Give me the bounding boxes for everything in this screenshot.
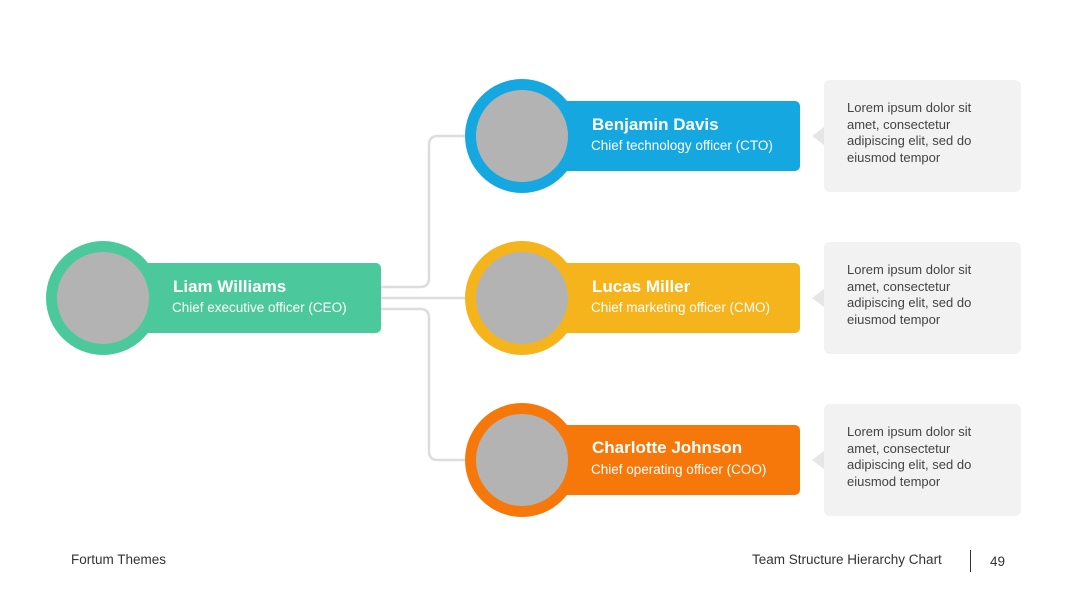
coo-info-pointer bbox=[812, 451, 824, 469]
cmo-name: Lucas Miller bbox=[592, 277, 691, 296]
cto-role: Chief technology officer (CTO) bbox=[591, 138, 773, 153]
ceo-role: Chief executive officer (CEO) bbox=[172, 300, 347, 315]
footer-divider bbox=[970, 550, 971, 572]
page-number: 49 bbox=[990, 554, 1006, 569]
cto-avatar bbox=[476, 90, 568, 182]
ceo-avatar bbox=[57, 252, 149, 344]
cmo-info-box: Lorem ipsum dolor sit amet, consectetur … bbox=[824, 242, 1021, 354]
cmo-avatar bbox=[476, 252, 568, 344]
cto-name: Benjamin Davis bbox=[592, 115, 719, 134]
coo-info-text: Lorem ipsum dolor sit amet, consectetur … bbox=[847, 424, 972, 489]
cto-name-bar bbox=[540, 101, 800, 171]
coo-avatar bbox=[476, 414, 568, 506]
footer-brand: Fortum Themes bbox=[71, 552, 167, 567]
ceo-name: Liam Williams bbox=[173, 277, 287, 296]
cmo-info-pointer bbox=[812, 289, 824, 307]
coo-name-bar bbox=[540, 425, 800, 495]
cto-info-box: Lorem ipsum dolor sit amet, consectetur … bbox=[824, 80, 1021, 192]
connector-ceo-coo bbox=[380, 307, 470, 462]
coo-name: Charlotte Johnson bbox=[592, 438, 743, 457]
ceo-name-bar bbox=[120, 263, 381, 333]
coo-info-box: Lorem ipsum dolor sit amet, consectetur … bbox=[824, 404, 1021, 516]
connector-ceo-cto bbox=[380, 134, 470, 289]
cmo-name-bar bbox=[540, 263, 800, 333]
coo-role: Chief operating officer (COO) bbox=[591, 462, 767, 477]
cto-info-text: Lorem ipsum dolor sit amet, consectetur … bbox=[847, 100, 972, 165]
cmo-role: Chief marketing officer (CMO) bbox=[591, 300, 771, 315]
cmo-info-text: Lorem ipsum dolor sit amet, consectetur … bbox=[847, 262, 972, 327]
footer-title: Team Structure Hierarchy Chart bbox=[752, 552, 942, 567]
cto-info-pointer bbox=[812, 127, 824, 145]
